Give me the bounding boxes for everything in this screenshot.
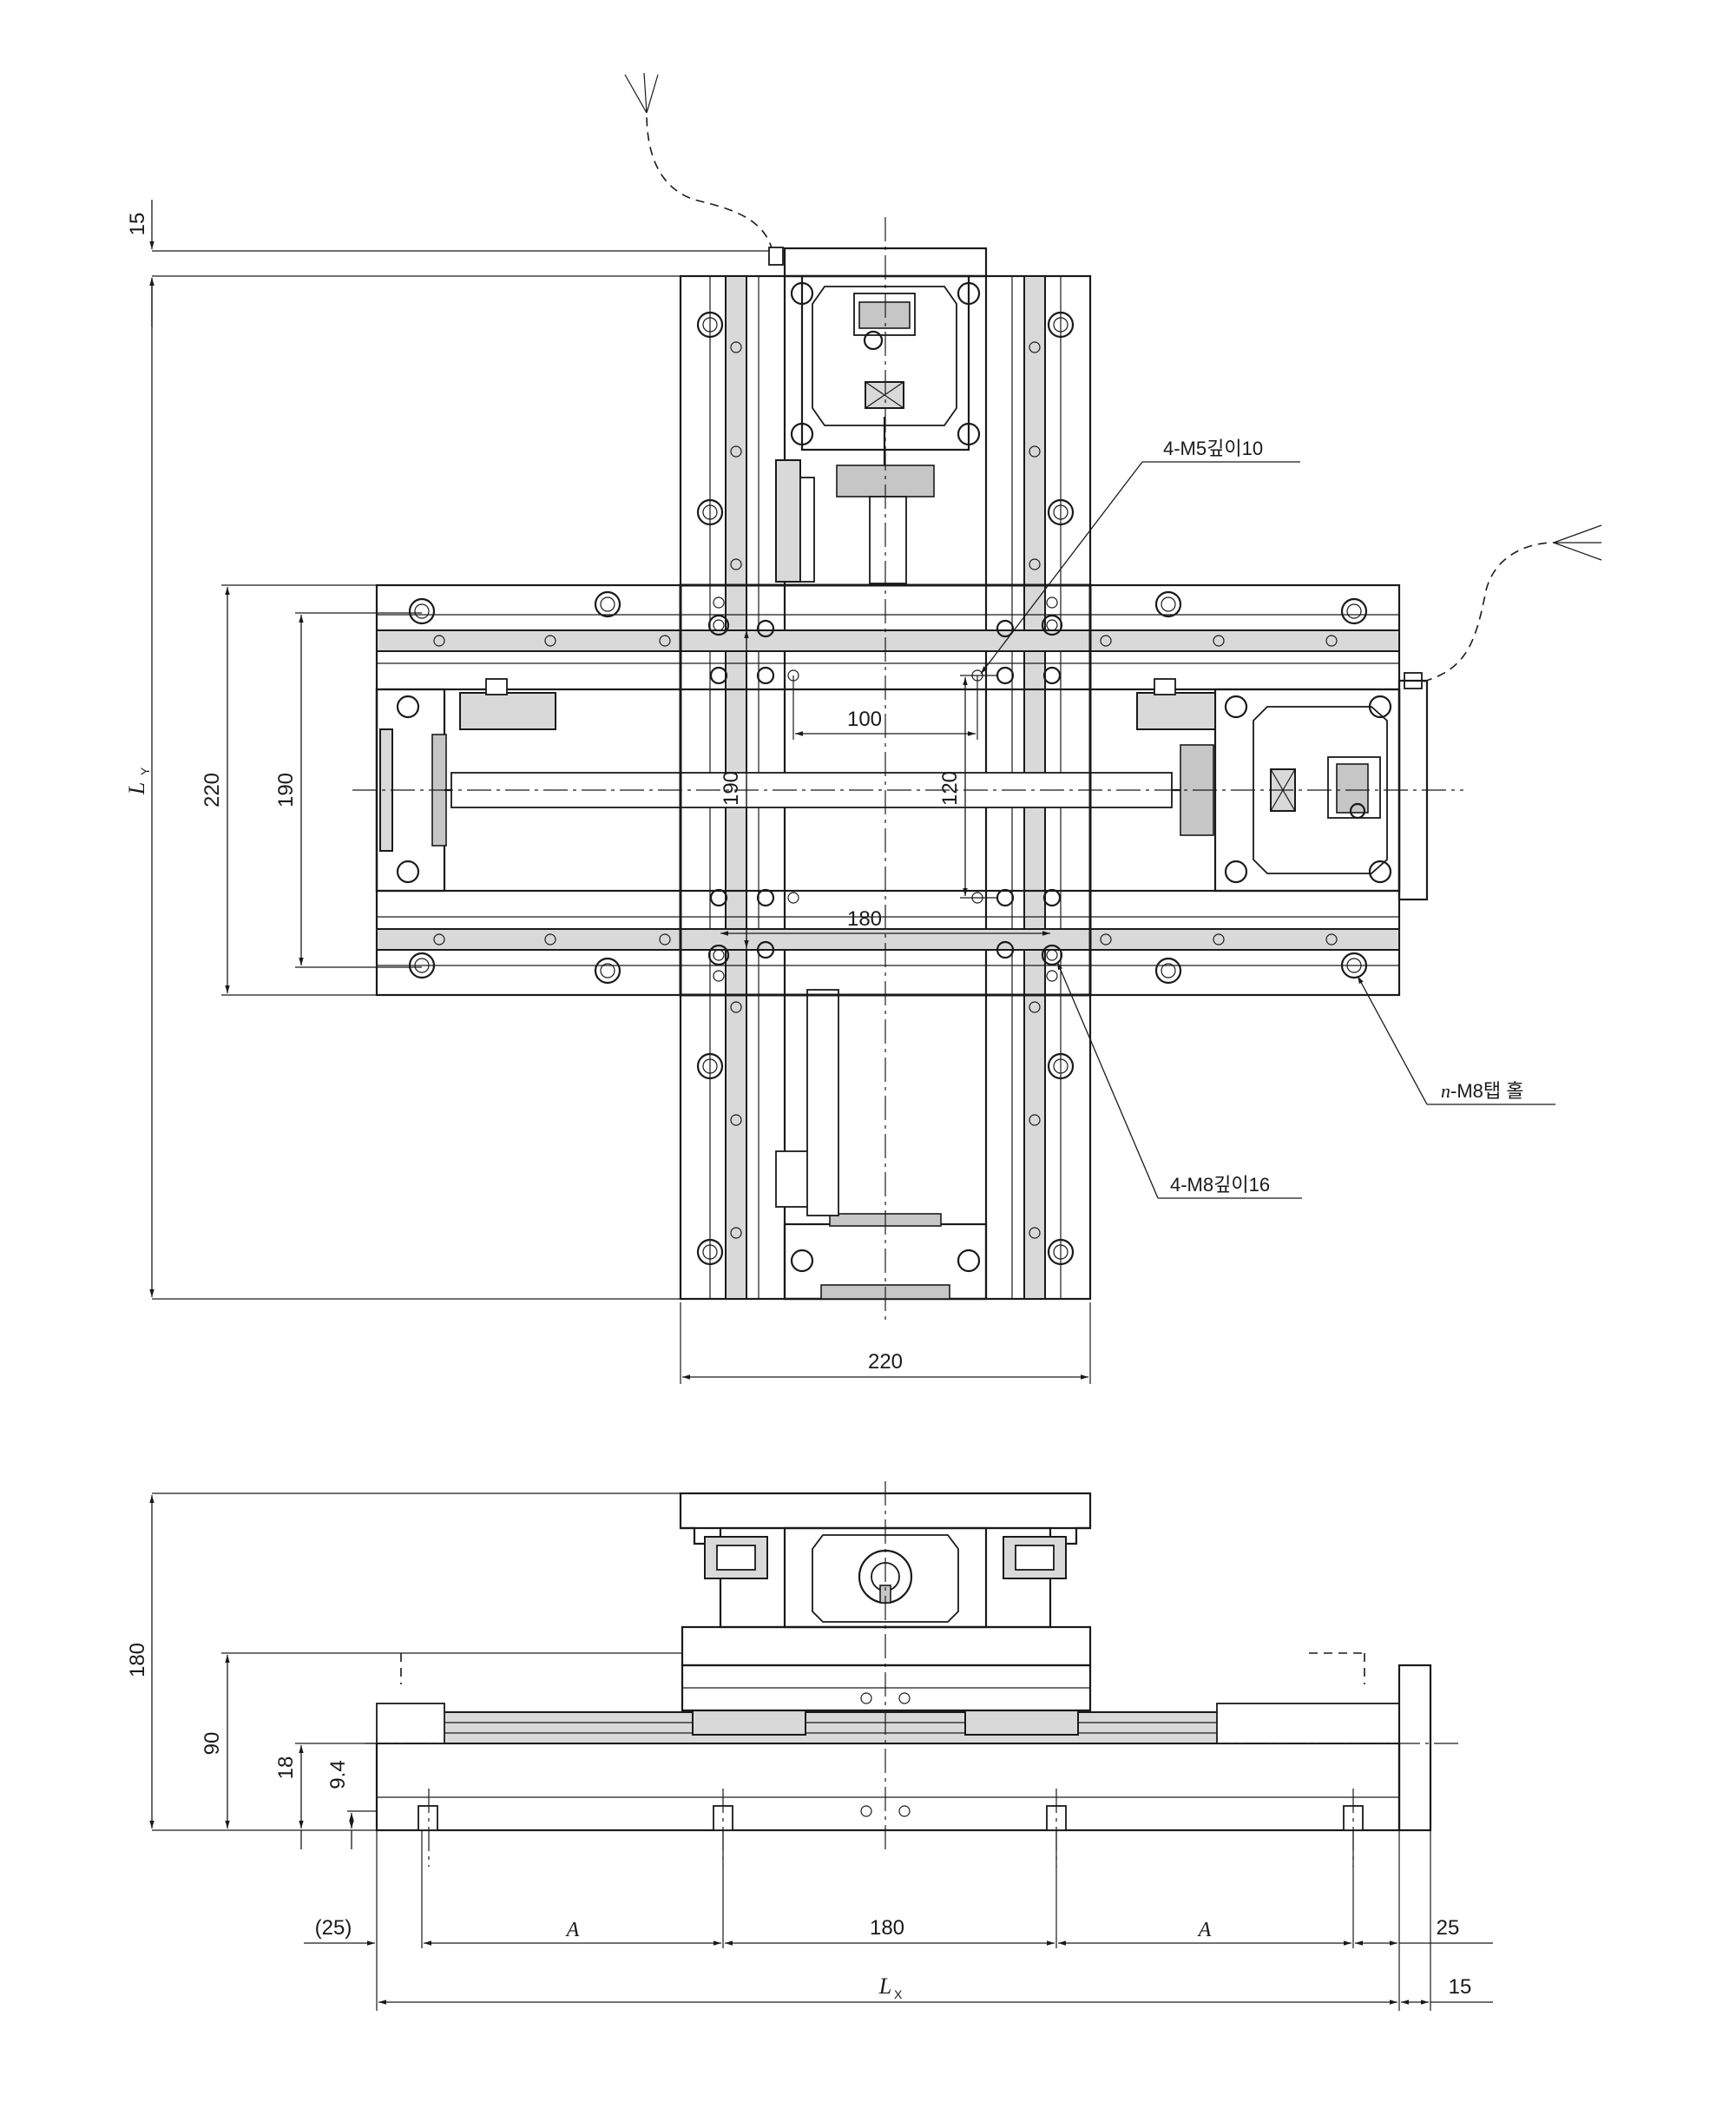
callout-n-m8-tap-hole: n-M8탭 홀 (1441, 1080, 1523, 1102)
callout-m8-tap: 4-M8깊이16 (1170, 1174, 1270, 1196)
cable-right (1404, 524, 1602, 689)
top-view: 15 L Y 220 190 100 120 190 180 220 4-M5깊… (124, 72, 1602, 1384)
side-view: 180 90 18 9.4 (25) A 180 A 25 L X 15 (126, 1481, 1493, 2011)
extension-lines (152, 250, 1091, 1384)
callouts: 4-M5깊이10 4-M8깊이16 n-M8탭 홀 (1163, 438, 1523, 1196)
dim-offset-right: 25 (1437, 1916, 1460, 1940)
side-dimensions (149, 1495, 1493, 2005)
callout-m5-tap: 4-M5깊이10 (1163, 438, 1263, 459)
dim-table-hole-y2: 190 (720, 771, 743, 806)
dim-pitch-center: 180 (870, 1916, 904, 1940)
dim-h94: 9.4 (326, 1760, 350, 1789)
dim-offset-left: (25) (315, 1916, 352, 1940)
y-base-holes (696, 281, 1075, 1273)
dim-cable-offset: 15 (126, 213, 149, 236)
dim-base-width: 220 (201, 773, 224, 807)
dim-pitch-a-right: A (1197, 1919, 1212, 1941)
dim-pitch-a-left: A (565, 1919, 580, 1941)
dim-overall-x-subscript: X (894, 1987, 903, 2001)
cable-top (624, 72, 784, 266)
dim-overall-x-symbol: L (878, 1974, 891, 1999)
top-dimensions (149, 200, 1088, 1380)
top-dimension-labels: 15 L Y 220 190 100 120 190 180 220 (124, 213, 962, 1374)
dim-table-width: 220 (868, 1350, 903, 1374)
dim-base-rail-pitch: 190 (274, 773, 298, 807)
dim-table-hole-x: 100 (847, 708, 882, 731)
dim-overall-x: L X (878, 1974, 903, 2001)
side-dimension-labels: 180 90 18 9.4 (25) A 180 A 25 L X 15 (126, 1643, 1471, 2001)
x-base-holes (396, 590, 1392, 985)
leaders (980, 461, 1555, 1199)
dim-height-lower: 90 (201, 1732, 224, 1756)
side-motor-plate (1397, 1664, 1432, 1832)
dim-h18: 18 (274, 1756, 298, 1780)
dim-overall-y-subscript: Y (138, 767, 152, 775)
dim-motor-offset: 15 (1449, 1975, 1472, 1999)
dim-height-total: 180 (126, 1643, 149, 1677)
side-extension-lines (152, 1492, 1431, 2011)
side-lower-base (375, 1742, 1401, 1832)
dim-table-hole-y: 120 (938, 771, 962, 806)
dim-table-hole-x2: 180 (847, 907, 882, 931)
dim-overall-y-symbol: L (124, 782, 149, 795)
